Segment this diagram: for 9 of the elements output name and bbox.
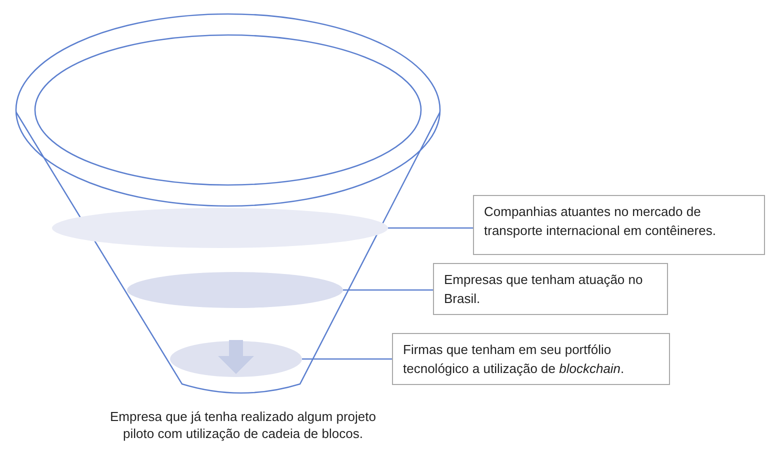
leader-line <box>302 358 392 360</box>
leader-line <box>343 289 433 291</box>
text-box: Firmas que tenham em seu portfólio tecnológico a utilização de blockchain. <box>392 333 670 385</box>
text-box: Companhias atuantes no mercado de transporte internacional em contêineres. <box>473 195 765 255</box>
funnel-caption: Empresa que já tenha realizado algum projeto piloto com utilização de cadeia de blocos. <box>109 408 377 442</box>
leader-line <box>388 227 473 229</box>
text-box: Empresas que tenham atuação no Brasil. <box>433 263 668 315</box>
funnel-band <box>52 208 388 248</box>
funnel-band <box>127 272 343 308</box>
